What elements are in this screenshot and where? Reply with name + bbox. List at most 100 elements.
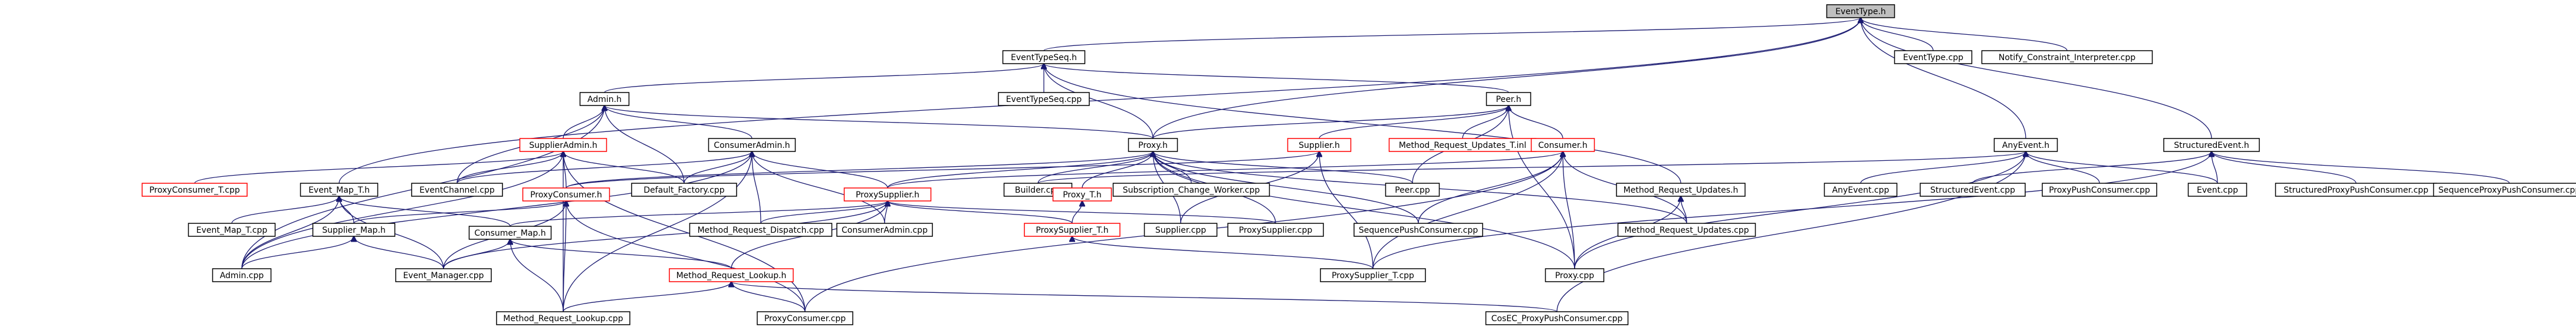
node-label: Builder.cpp bbox=[1015, 186, 1061, 195]
node-label: Proxy.h bbox=[1138, 141, 1168, 150]
node-consumer-map-h[interactable]: Consumer_Map.h bbox=[468, 226, 552, 240]
node-method-request-updates-t-inl[interactable]: Method_Request_Updates_T.inl bbox=[1388, 138, 1537, 152]
edge-proxyconsumer-h-to-supplier-h bbox=[566, 151, 1319, 189]
node-box bbox=[1530, 138, 1595, 152]
node-consumeradmin-h[interactable]: ConsumerAdmin.h bbox=[708, 138, 796, 152]
node-box bbox=[843, 187, 932, 202]
node-consumer-h[interactable]: Consumer.h bbox=[1530, 138, 1595, 152]
node-label: Supplier_Map.h bbox=[322, 226, 386, 235]
edge-consumeradmin-h-to-admin-h bbox=[604, 105, 753, 139]
node-proxyconsumer-cpp[interactable]: ProxyConsumer.cpp bbox=[757, 311, 853, 325]
node-peer-cpp[interactable]: Peer.cpp bbox=[1385, 183, 1440, 197]
node-notify-constraint-interpreter-cpp[interactable]: Notify_Constraint_Interpreter.cpp bbox=[1981, 50, 2153, 64]
node-box bbox=[579, 92, 630, 106]
node-label: AnyEvent.cpp bbox=[1832, 186, 1890, 195]
node-eventtypeseq-cpp[interactable]: EventTypeSeq.cpp bbox=[998, 92, 1090, 106]
node-box bbox=[496, 311, 630, 325]
node-label: EventType.h bbox=[1835, 7, 1886, 16]
node-event-manager-cpp[interactable]: Event_Manager.cpp bbox=[395, 268, 492, 282]
edge-method-request-lookup-cpp-to-consumer-map-h bbox=[510, 239, 564, 312]
edge-proxy-h-to-eventtypeseq-h bbox=[1044, 64, 1154, 139]
node-label: Admin.cpp bbox=[220, 271, 264, 280]
node-structuredevent-h[interactable]: StructuredEvent.h bbox=[2163, 138, 2260, 152]
node-box bbox=[1545, 268, 1605, 282]
node-label: Method_Request_Updates.cpp bbox=[1624, 226, 1749, 235]
node-proxysupplier-h[interactable]: ProxySupplier.h bbox=[843, 187, 932, 202]
edge-sequencepushconsumer-cpp-to-consumer-h bbox=[1418, 151, 1563, 224]
node-supplier-h[interactable]: Supplier.h bbox=[1287, 138, 1352, 152]
node-proxysupplier-cpp[interactable]: ProxySupplier.cpp bbox=[1227, 223, 1324, 237]
node-proxyconsumer-h[interactable]: ProxyConsumer.h bbox=[522, 187, 610, 202]
node-sequenceproxypushconsumer-cpp[interactable]: SequenceProxyPushConsumer.cpp bbox=[2433, 183, 2576, 197]
edge-proxy-cpp-to-consumer-h bbox=[1563, 151, 1575, 269]
node-builder-cpp[interactable]: Builder.cpp bbox=[1003, 183, 1073, 197]
node-box bbox=[411, 183, 503, 197]
node-supplier-map-h[interactable]: Supplier_Map.h bbox=[312, 223, 396, 237]
node-method-request-dispatch-cpp[interactable]: Method_Request_Dispatch.cpp bbox=[689, 223, 833, 237]
node-eventchannel-cpp[interactable]: EventChannel.cpp bbox=[411, 183, 503, 197]
node-proxy-cpp[interactable]: Proxy.cpp bbox=[1545, 268, 1605, 282]
node-event-map-t-h[interactable]: Event_Map_T.h bbox=[300, 183, 379, 197]
node-anyevent-h[interactable]: AnyEvent.h bbox=[1993, 138, 2058, 152]
node-admin-h[interactable]: Admin.h bbox=[579, 92, 630, 106]
node-event-map-t-cpp[interactable]: Event_Map_T.cpp bbox=[188, 223, 276, 237]
node-subscription-change-worker-cpp[interactable]: Subscription_Change_Worker.cpp bbox=[1112, 183, 1270, 197]
node-proxysupplier-t-h[interactable]: ProxySupplier_T.h bbox=[1024, 223, 1121, 237]
node-structuredevent-cpp[interactable]: StructuredEvent.cpp bbox=[1920, 183, 2026, 197]
node-method-request-updates-cpp[interactable]: Method_Request_Updates.cpp bbox=[1617, 223, 1756, 237]
edge-eventchannel-cpp-to-consumeradmin-h bbox=[456, 151, 752, 184]
node-method-request-lookup-h[interactable]: Method_Request_Lookup.h bbox=[669, 268, 794, 282]
edge-method-request-updates-h-to-eventtypeseq-h bbox=[1044, 64, 1681, 184]
node-sequencepushconsumer-cpp[interactable]: SequencePushConsumer.cpp bbox=[1353, 223, 1483, 237]
node-consumeradmin-cpp[interactable]: ConsumerAdmin.cpp bbox=[836, 223, 933, 237]
edge-event-map-t-h-to-eventtype-h bbox=[339, 18, 1861, 184]
node-eventtypeseq-h[interactable]: EventTypeSeq.h bbox=[1002, 50, 1086, 64]
node-proxysupplier-t-cpp[interactable]: ProxySupplier_T.cpp bbox=[1320, 268, 1426, 282]
node-event-cpp[interactable]: Event.cpp bbox=[2187, 183, 2248, 197]
node-proxypushconsumer-cpp[interactable]: ProxyPushConsumer.cpp bbox=[2042, 183, 2157, 197]
node-label: Method_Request_Lookup.cpp bbox=[503, 314, 623, 324]
node-box bbox=[1385, 183, 1440, 197]
node-eventtype-cpp[interactable]: EventType.cpp bbox=[1894, 50, 1973, 64]
node-eventtype-h[interactable]: EventType.h bbox=[1826, 4, 1895, 18]
node-peer-h[interactable]: Peer.h bbox=[1486, 92, 1532, 106]
node-supplier-cpp[interactable]: Supplier.cpp bbox=[1144, 223, 1218, 237]
edge-eventchannel-cpp-to-supplieradmin-h bbox=[456, 151, 563, 184]
node-default-factory-cpp[interactable]: Default_Factory.cpp bbox=[631, 183, 737, 197]
node-box bbox=[1002, 50, 1086, 64]
node-label: ProxySupplier_T.h bbox=[1036, 226, 1108, 235]
node-label: ProxyPushConsumer.cpp bbox=[2049, 186, 2150, 195]
edge-proxysupplier-h-to-proxy-h bbox=[887, 151, 1153, 189]
node-box bbox=[631, 183, 737, 197]
edge-layer bbox=[194, 18, 2510, 312]
node-label: SequenceProxyPushConsumer.cpp bbox=[2439, 186, 2576, 195]
node-supplieradmin-h[interactable]: SupplierAdmin.h bbox=[519, 138, 607, 152]
node-label: StructuredEvent.h bbox=[2174, 141, 2249, 150]
node-label: Notify_Constraint_Interpreter.cpp bbox=[1999, 53, 2135, 62]
node-label: Peer.h bbox=[1496, 95, 1522, 104]
node-proxyconsumer-t-cpp[interactable]: ProxyConsumer_T.cpp bbox=[142, 183, 248, 197]
edge-supplier-map-h-to-proxyconsumer-h bbox=[353, 201, 566, 224]
node-proxy-h[interactable]: Proxy.h bbox=[1128, 138, 1178, 152]
node-structuredproxypushconsumer-cpp[interactable]: StructuredProxyPushConsumer.cpp bbox=[2275, 183, 2437, 197]
node-method-request-lookup-cpp[interactable]: Method_Request_Lookup.cpp bbox=[496, 311, 630, 325]
edge-proxysupplier-t-cpp-to-consumer-h bbox=[1372, 151, 1563, 269]
node-box bbox=[395, 268, 492, 282]
node-box bbox=[708, 138, 796, 152]
node-box bbox=[1826, 4, 1895, 18]
node-anyevent-cpp[interactable]: AnyEvent.cpp bbox=[1823, 183, 1898, 197]
node-label: Consumer.h bbox=[1538, 141, 1587, 150]
node-method-request-updates-h[interactable]: Method_Request_Updates.h bbox=[1616, 183, 1746, 197]
edge-method-request-updates-cpp-to-method-request-updates-h bbox=[1681, 196, 1687, 224]
node-box bbox=[1486, 92, 1532, 106]
edge-proxy-cpp-to-peer-h bbox=[1509, 105, 1575, 269]
node-label: Event_Map_T.cpp bbox=[196, 226, 268, 235]
node-proxy-t-h[interactable]: Proxy_T.h bbox=[1052, 187, 1112, 202]
node-cosec-proxypushconsumer-cpp[interactable]: CosEC_ProxyPushConsumer.cpp bbox=[1485, 311, 1629, 325]
edge-proxysupplier-t-cpp-to-supplier-h bbox=[1319, 151, 1374, 269]
node-admin-cpp[interactable]: Admin.cpp bbox=[212, 268, 272, 282]
edge-proxysupplier-h-to-consumeradmin-h bbox=[752, 151, 888, 189]
node-label: AnyEvent.h bbox=[2002, 141, 2049, 150]
node-box bbox=[1320, 268, 1426, 282]
